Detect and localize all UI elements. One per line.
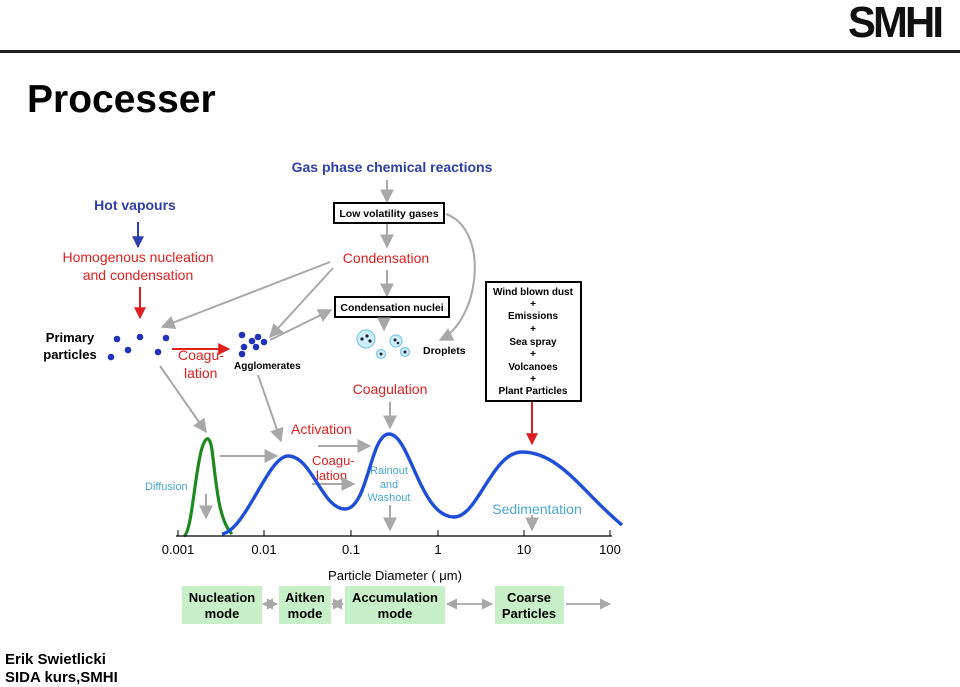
low-volatility-label: Low volatility gases	[339, 208, 438, 220]
activation-label: Activation	[291, 421, 352, 437]
primary-particle-dots	[107, 333, 170, 361]
rainout-line2: and	[380, 479, 398, 491]
coagulation2-line2: lation	[316, 468, 347, 483]
x-tick-label: 1	[434, 542, 441, 557]
primary-particles-line1: Primary	[46, 330, 95, 345]
sources-box	[485, 281, 582, 402]
page-title: Processer	[27, 78, 216, 121]
source-item: Volcanoes	[508, 362, 558, 373]
header-rule	[0, 50, 960, 53]
nucleation-mode-line2: mode	[205, 606, 240, 621]
source-item: Plant Particles	[499, 386, 568, 397]
coarse-particles-box	[495, 586, 564, 624]
source-plus: +	[530, 324, 536, 335]
x-axis-label: Particle Diameter ( μm)	[328, 568, 462, 583]
accumulation-mode-line2: mode	[378, 606, 413, 621]
source-plus: +	[530, 349, 536, 360]
primary-particles-line2: particles	[43, 347, 96, 362]
arrow-cond-to-primary	[160, 261, 331, 329]
condensation-nuclei-box	[334, 296, 450, 318]
smhi-logo: SMHI	[848, 0, 944, 47]
nucleation-mode-box	[182, 586, 262, 624]
homog-nucleation-line1: Homogenous nucleation	[63, 249, 214, 265]
coarse-particles-line1: Coarse	[507, 590, 551, 605]
sources-list: Wind blown dust + Emissions + Sea spray …	[493, 287, 574, 397]
arrow-lowvol-to-droplets	[438, 213, 476, 341]
footer-author: Erik Swietlicki	[5, 651, 106, 668]
coagulation1-line2: lation	[184, 365, 217, 381]
footer-course: SIDA kurs,SMHI	[5, 669, 118, 686]
nucleation-mode-line1: Nucleation	[189, 590, 256, 605]
source-item: Wind blown dust	[493, 287, 574, 298]
source-plus: +	[530, 374, 536, 385]
droplet-icons	[356, 329, 411, 360]
condensation-nuclei-label: Condensation nuclei	[340, 302, 443, 314]
x-tick-label: 0.1	[342, 542, 360, 557]
rainout-line3: Washout	[367, 492, 410, 504]
accumulation-mode-line1: Accumulation	[352, 590, 438, 605]
agglomerates-label: Agglomerates	[234, 361, 301, 372]
diffusion-label: Diffusion	[145, 481, 188, 493]
nucleation-mode-curve	[182, 437, 234, 538]
hot-vapours-label: Hot vapours	[94, 197, 176, 213]
x-tick-label: 100	[599, 542, 621, 557]
source-item: Emissions	[508, 311, 558, 322]
arrow-agglom-to-aitken	[257, 374, 284, 443]
homog-nucleation-line2: and condensation	[83, 267, 194, 283]
size-distribution-curve	[221, 432, 624, 536]
coagulation-label: Coagulation	[353, 381, 428, 397]
coagulation2-line1: Coagu-	[312, 453, 355, 468]
arrow-agglom-to-nuclei	[269, 309, 333, 341]
arrow-cond-to-agglomerates	[269, 267, 334, 339]
x-tick-label: 0.001	[162, 542, 195, 557]
source-plus: +	[530, 299, 536, 310]
coarse-particles-line2: Particles	[502, 606, 556, 621]
aitken-mode-line2: mode	[288, 606, 323, 621]
arrow-primary-to-diffusion	[159, 365, 207, 434]
x-tick-label: 10	[517, 542, 531, 557]
low-volatility-box	[333, 202, 445, 224]
agglomerate-dots	[238, 331, 268, 358]
rainout-line1: Rainout	[370, 465, 408, 477]
x-axis-ticks	[177, 530, 611, 536]
x-tick-label: 0.01	[251, 542, 276, 557]
source-item: Sea spray	[509, 337, 557, 348]
condensation-label: Condensation	[343, 250, 429, 266]
aitken-mode-line1: Aitken	[285, 590, 325, 605]
aitken-mode-box	[279, 586, 331, 624]
coagulation1-line1: Coagu-	[178, 347, 224, 363]
droplets-label: Droplets	[423, 345, 466, 357]
accumulation-mode-box	[345, 586, 445, 624]
footer: Erik Swietlicki SIDA kurs,SMHI	[5, 651, 118, 687]
sedimentation-label: Sedimentation	[492, 501, 582, 517]
gas-phase-label: Gas phase chemical reactions	[292, 159, 493, 175]
